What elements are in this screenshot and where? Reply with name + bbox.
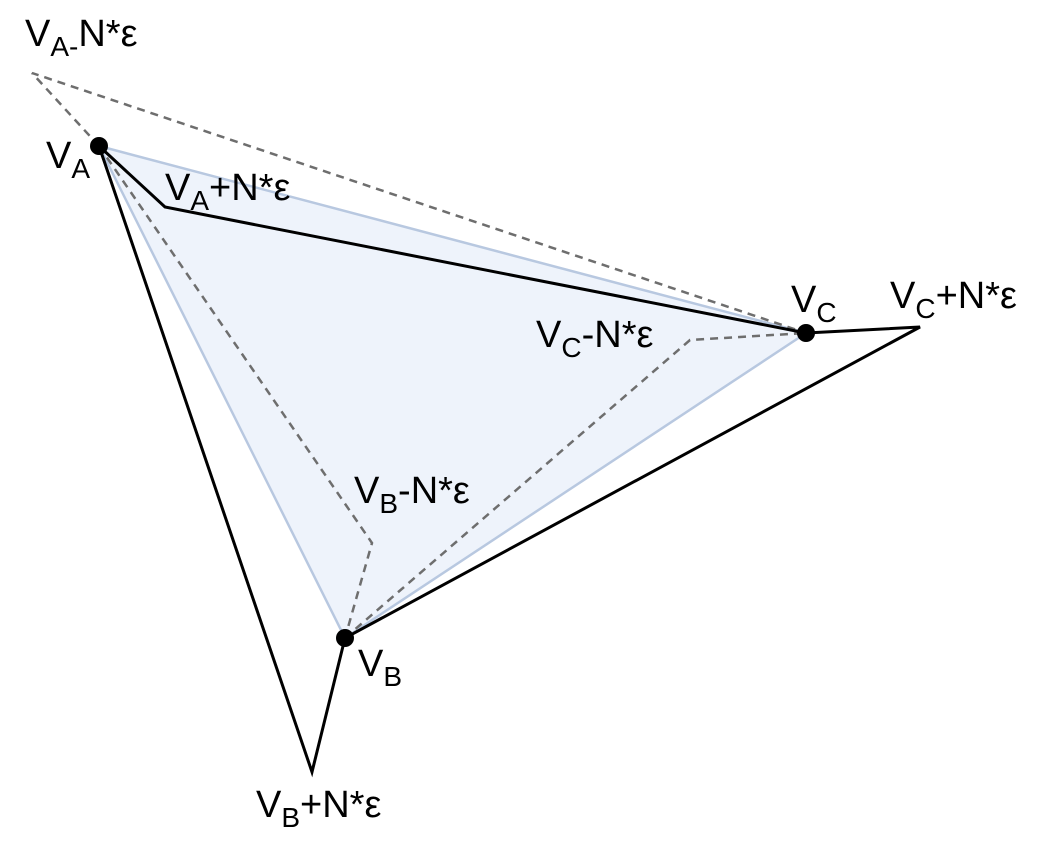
va-plus-solid-path (97, 144, 807, 335)
label-va-plus: VA+N*ε (165, 167, 290, 216)
vertex-a-dot (90, 137, 108, 155)
minus-offset-lines (31, 71, 807, 639)
vertex-c-dot (797, 324, 815, 342)
label-vb-plus: VB+N*ε (256, 784, 381, 833)
label-vc: VC (791, 279, 837, 328)
label-vc-minus: VC-N*ε (536, 314, 653, 363)
vb-minus-dashed-path (97, 145, 374, 639)
va-minus-dashed-path (31, 71, 807, 335)
vb-plus-solid-path (97, 145, 347, 778)
vc-plus-solid-path (344, 325, 921, 640)
label-vb: VB (358, 643, 402, 692)
vertex-b-dot (336, 629, 354, 647)
vc-minus-dashed-path (344, 331, 807, 639)
label-vc-plus: VC+N*ε (890, 275, 1017, 324)
label-va: VA (46, 135, 90, 184)
original-triangle (96, 144, 810, 640)
plus-offset-lines (97, 144, 921, 778)
label-vb-minus: VB-N*ε (354, 470, 470, 519)
label-va-minus: VA-N*ε (25, 13, 138, 62)
